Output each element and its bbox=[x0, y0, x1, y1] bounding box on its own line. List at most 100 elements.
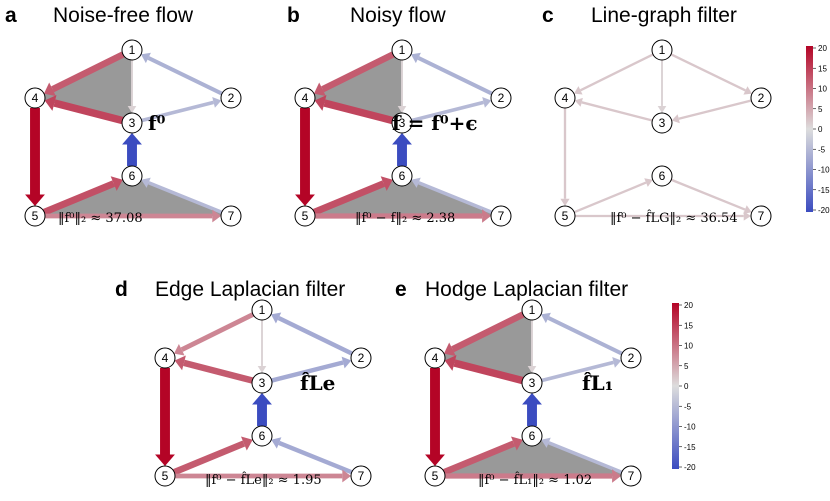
node-5: 5 bbox=[24, 205, 46, 227]
edge-3-4 bbox=[314, 95, 394, 125]
colorbar-tick: -10 bbox=[684, 423, 696, 432]
node-1: 1 bbox=[521, 299, 543, 321]
node-1: 1 bbox=[651, 39, 673, 61]
colorbar-tick: 15 bbox=[818, 64, 827, 73]
edge-2-3 bbox=[541, 357, 622, 383]
edge-3-4 bbox=[44, 95, 124, 125]
triangle-upper bbox=[35, 50, 132, 123]
edge-5-7 bbox=[575, 211, 751, 221]
node-1: 1 bbox=[251, 299, 273, 321]
colorbar-tick: 20 bbox=[684, 301, 693, 310]
flow-formula: f = f⁰+ϵ bbox=[392, 111, 478, 135]
node-7: 7 bbox=[220, 205, 242, 227]
colorbar-tick: 5 bbox=[684, 362, 689, 371]
edge-6-7 bbox=[141, 177, 223, 214]
node-7: 7 bbox=[490, 205, 512, 227]
svg-text:7: 7 bbox=[758, 209, 765, 223]
edge-4-5 bbox=[25, 108, 45, 206]
colorbar-tick: 5 bbox=[818, 105, 823, 114]
triangle-lower bbox=[435, 436, 631, 476]
panel-letter: d bbox=[115, 278, 128, 301]
svg-text:5: 5 bbox=[162, 469, 169, 483]
svg-text:6: 6 bbox=[659, 169, 666, 183]
panel-title: Edge Laplacian filter bbox=[155, 278, 345, 301]
svg-text:3: 3 bbox=[259, 376, 266, 390]
edge-3-6 bbox=[122, 133, 142, 166]
edge-2-3 bbox=[141, 97, 222, 123]
edge-5-7 bbox=[45, 209, 221, 223]
error-norm: ‖f⁰‖₂ ≈ 37.08 bbox=[58, 211, 143, 226]
edge-1-2 bbox=[410, 52, 493, 96]
edge-1-3 bbox=[127, 60, 137, 113]
edge-2-3 bbox=[671, 99, 752, 124]
svg-text:7: 7 bbox=[498, 209, 505, 223]
svg-text:6: 6 bbox=[529, 429, 536, 443]
edge-5-7 bbox=[315, 209, 491, 223]
flow-formula: f̂Le bbox=[300, 371, 335, 395]
panel-letter: b bbox=[287, 4, 300, 27]
svg-text:2: 2 bbox=[628, 351, 635, 365]
edge-4-5 bbox=[155, 368, 175, 466]
edge-6-7 bbox=[670, 178, 752, 214]
colorbar-tick: 10 bbox=[818, 85, 827, 94]
node-4: 4 bbox=[24, 87, 46, 109]
svg-text:7: 7 bbox=[628, 469, 635, 483]
flow-formula: f⁰ bbox=[148, 111, 166, 135]
edge-3-6 bbox=[252, 393, 272, 426]
edge-1-2 bbox=[140, 52, 223, 96]
panel-title: Noise-free flow bbox=[53, 4, 194, 27]
edge-6-7 bbox=[271, 437, 353, 475]
svg-text:4: 4 bbox=[32, 91, 39, 105]
svg-text:2: 2 bbox=[228, 91, 235, 105]
svg-text:1: 1 bbox=[259, 303, 266, 317]
colorbar-tick: -20 bbox=[684, 463, 696, 472]
triangle-lower bbox=[305, 176, 501, 216]
node-2: 2 bbox=[750, 87, 772, 109]
colorbar-tick: -5 bbox=[818, 145, 826, 154]
svg-text:2: 2 bbox=[758, 91, 765, 105]
svg-text:4: 4 bbox=[562, 91, 569, 105]
svg-text:3: 3 bbox=[659, 116, 666, 130]
node-3: 3 bbox=[521, 372, 543, 394]
svg-text:3: 3 bbox=[129, 116, 136, 130]
panel-title: Hodge Laplacian filter bbox=[425, 278, 628, 301]
svg-text:1: 1 bbox=[129, 43, 136, 57]
svg-text:5: 5 bbox=[432, 469, 439, 483]
svg-text:4: 4 bbox=[432, 351, 439, 365]
edge-2-3 bbox=[271, 356, 352, 383]
edge-3-4 bbox=[444, 355, 524, 385]
svg-text:6: 6 bbox=[129, 169, 136, 183]
triangle-lower bbox=[35, 176, 231, 216]
node-4: 4 bbox=[154, 347, 176, 369]
edge-1-3 bbox=[257, 320, 267, 373]
triangle-upper bbox=[305, 50, 402, 123]
colorbar-tick: 0 bbox=[818, 125, 823, 134]
node-5: 5 bbox=[294, 205, 316, 227]
panel-letter: a bbox=[5, 4, 17, 27]
svg-text:3: 3 bbox=[399, 116, 406, 130]
edge-2-3 bbox=[411, 97, 492, 123]
edge-5-6 bbox=[172, 436, 253, 476]
edge-1-4 bbox=[173, 312, 255, 356]
node-2: 2 bbox=[490, 87, 512, 109]
edge-4-5 bbox=[560, 108, 570, 206]
colorbar-tick: -5 bbox=[684, 402, 692, 411]
edge-1-4 bbox=[573, 53, 654, 95]
colorbar-tick: -10 bbox=[818, 166, 830, 175]
edge-1-4 bbox=[313, 51, 395, 97]
node-6: 6 bbox=[521, 425, 543, 447]
edge-6-7 bbox=[541, 437, 623, 474]
svg-text:7: 7 bbox=[358, 469, 365, 483]
edge-5-6 bbox=[442, 436, 523, 476]
edge-5-6 bbox=[573, 178, 653, 214]
edge-1-4 bbox=[443, 311, 525, 357]
panel-title: Noisy flow bbox=[350, 4, 447, 27]
svg-text:7: 7 bbox=[228, 209, 235, 223]
triangle-upper bbox=[435, 310, 532, 383]
